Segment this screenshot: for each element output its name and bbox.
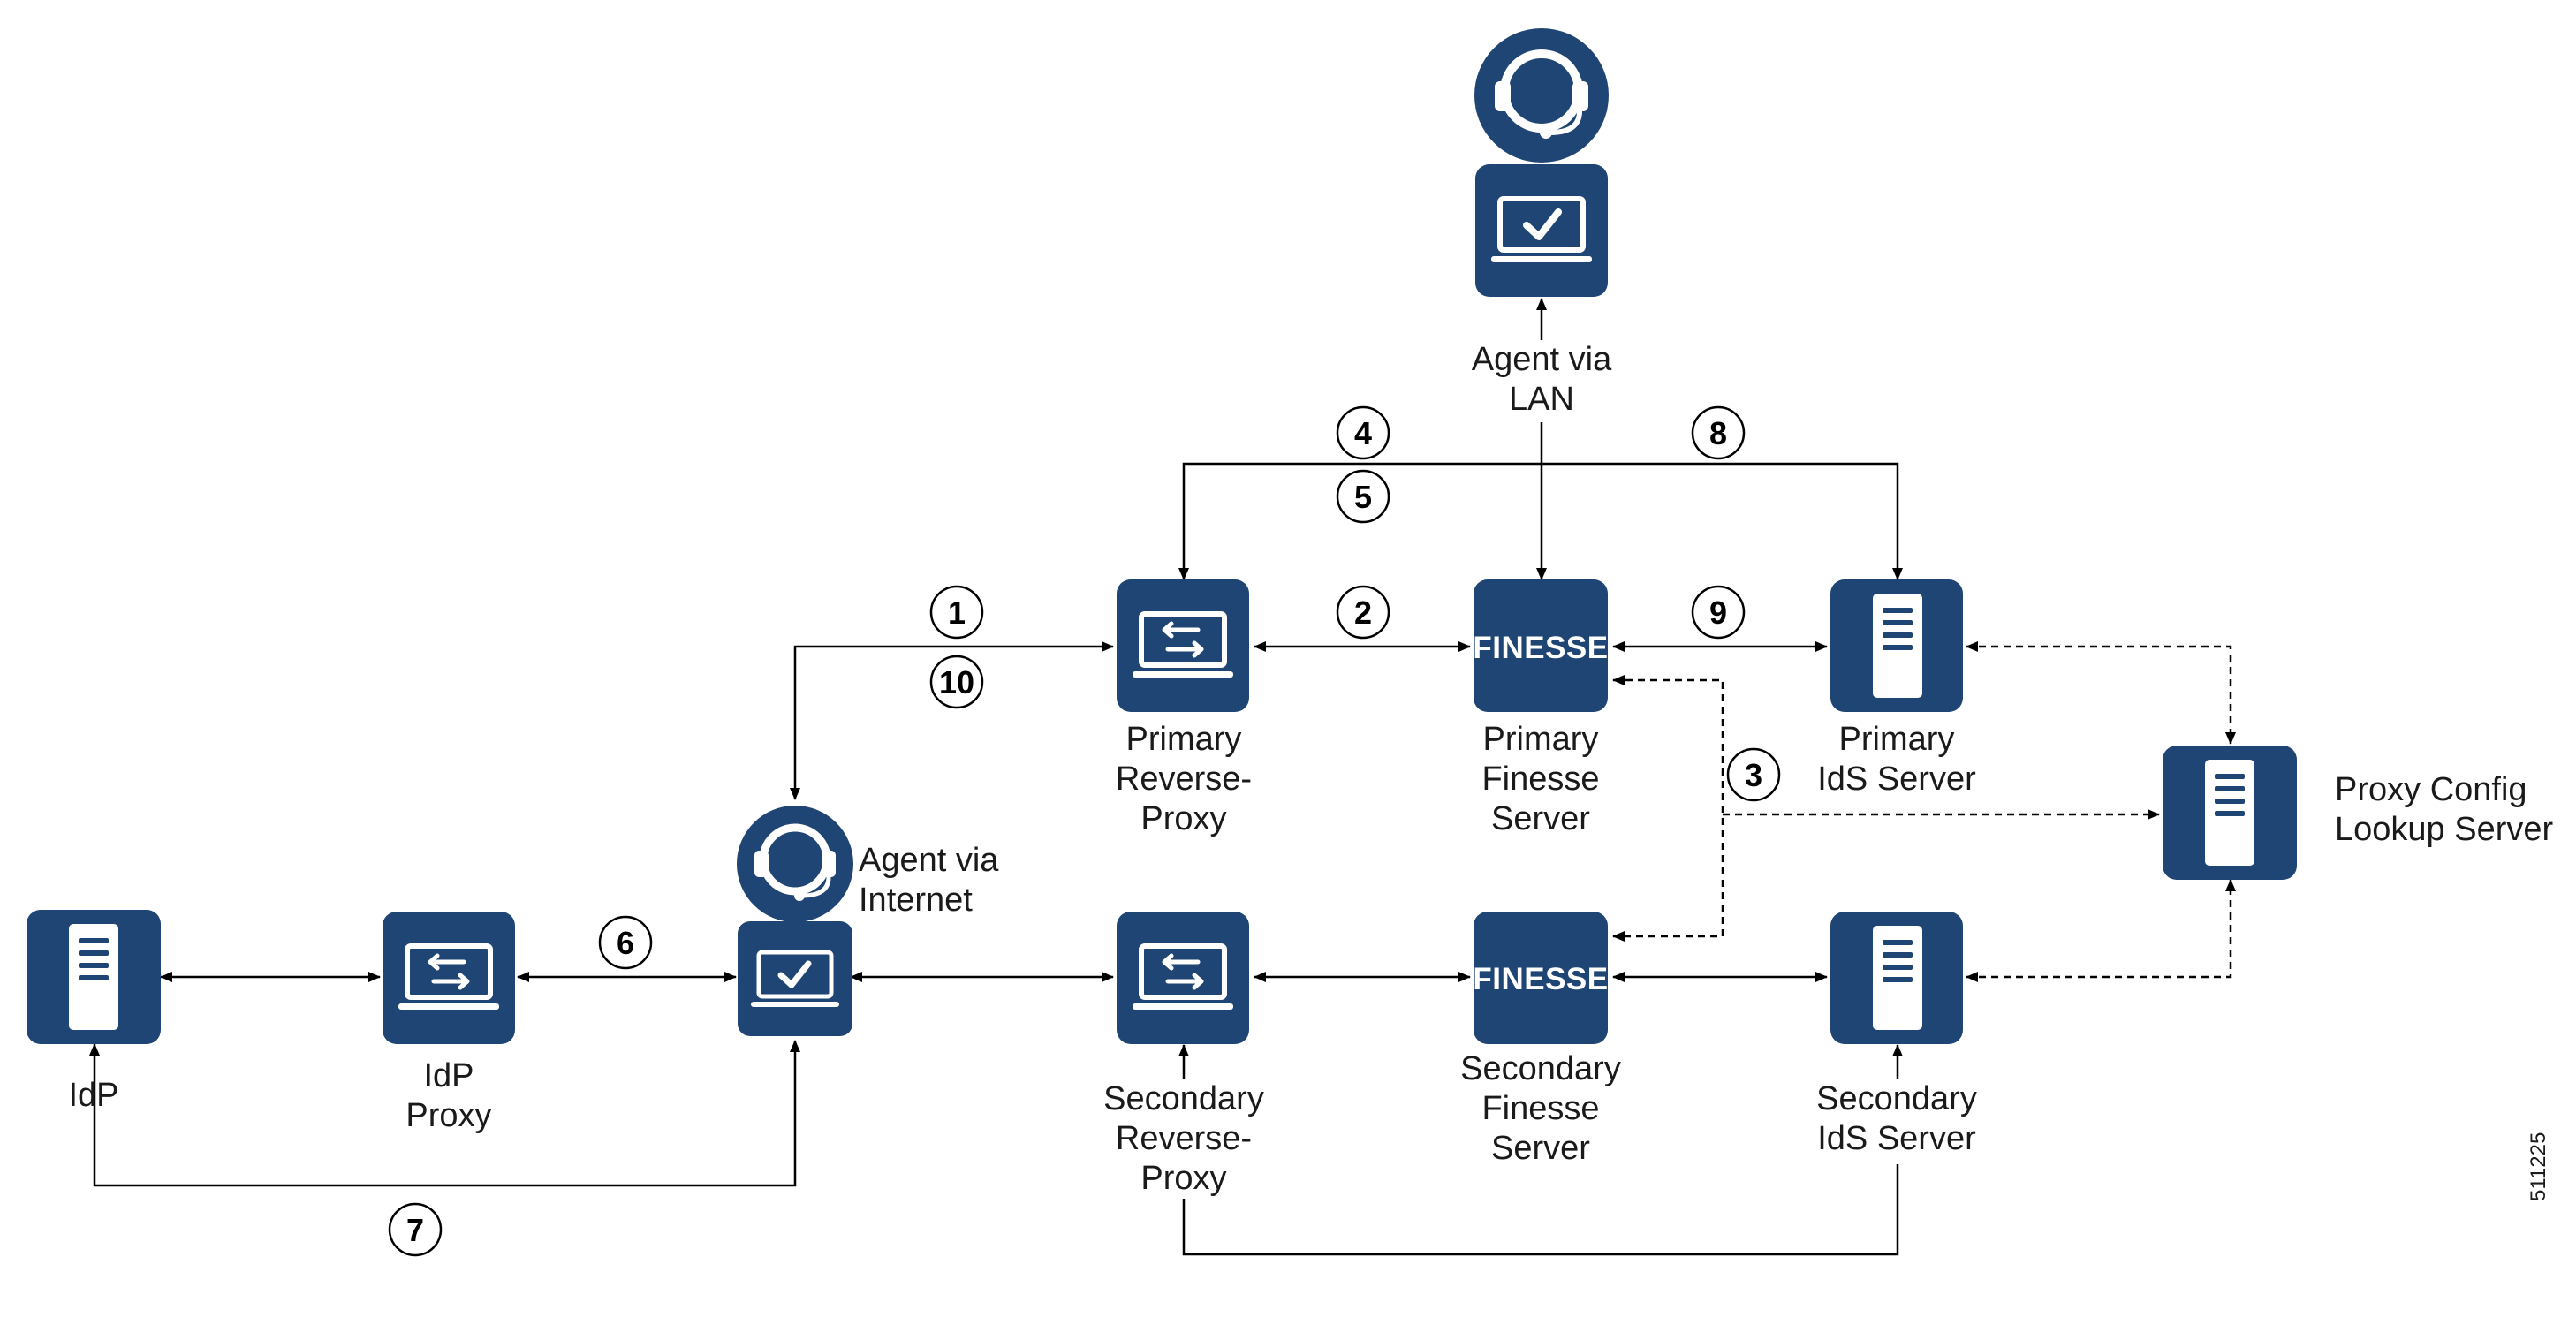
secondary-ids-label-line2: IdS Server (1817, 1120, 1976, 1157)
step-markers: 1 10 2 9 3 4 5 8 (388, 405, 1781, 1257)
dashed-primary-finesse-secondary-finesse (1612, 675, 1724, 942)
step-8: 8 (1691, 405, 1746, 460)
svg-text:10: 10 (939, 664, 974, 700)
agent-lan-label: Agent via LAN (1427, 340, 1656, 420)
primary-finesse-label-line2: Finesse (1481, 761, 1600, 798)
agent-lan-node (1474, 28, 1609, 297)
connector-idp-to-agent-bottom (89, 1040, 800, 1187)
figure-id: 511225 (2527, 1132, 2550, 1201)
agent-internet-label: Agent via Internet (859, 841, 1035, 920)
secondary-finesse-label: Secondary Finesse Server (1426, 1049, 1655, 1169)
agent-laptop-icon (1491, 196, 1592, 262)
step-5: 5 (1336, 469, 1390, 524)
connectors (89, 298, 1903, 1256)
step-4: 4 (1336, 405, 1390, 460)
step-9: 9 (1691, 585, 1746, 640)
idp-node (27, 910, 161, 1044)
svg-text:8: 8 (1709, 415, 1727, 451)
proxy-config-label: Proxy Config Lookup Server (2335, 770, 2565, 850)
agent-internet-label-line1: Agent via (859, 842, 999, 879)
primary-finesse-label-line3: Server (1491, 800, 1590, 837)
proxy-laptop-icon (1133, 611, 1233, 678)
headset-icon (1474, 28, 1609, 163)
primary-reverse-proxy-label-line3: Proxy (1140, 800, 1227, 837)
idp-proxy-label-line1: IdP (423, 1057, 474, 1094)
svg-text:7: 7 (406, 1212, 424, 1248)
agent-internet-label-line2: Internet (859, 882, 973, 919)
primary-finesse-label: Primary Finesse Server (1426, 720, 1655, 839)
primary-finesse-node: FINESSE (1473, 579, 1608, 712)
idp-proxy-label: IdP Proxy (378, 1056, 519, 1136)
secondary-finesse-label-line2: Finesse (1481, 1090, 1600, 1127)
connector-top-bracket (1178, 462, 1903, 580)
secondary-reverse-proxy-node (1117, 912, 1249, 1044)
svg-text:1: 1 (948, 594, 966, 631)
primary-reverse-proxy-node (1117, 579, 1249, 712)
svg-text:3: 3 (1745, 757, 1762, 793)
secondary-finesse-label-line3: Server (1491, 1130, 1590, 1167)
idp-label-line1: IdP (68, 1077, 119, 1114)
step-6: 6 (598, 915, 653, 970)
server-icon (2205, 760, 2254, 866)
primary-finesse-logo: FINESSE (1473, 631, 1608, 665)
primary-reverse-proxy-label-line1: Primary (1125, 721, 1242, 758)
secondary-reverse-proxy-label-line3: Proxy (1140, 1160, 1227, 1197)
secondary-finesse-logo: FINESSE (1473, 962, 1608, 996)
svg-text:9: 9 (1709, 594, 1727, 631)
secondary-ids-label: Secondary IdS Server (1782, 1079, 2012, 1159)
secondary-ids-node (1830, 912, 1963, 1044)
agent-lan-label-line2: LAN (1509, 381, 1574, 418)
headset-icon (737, 806, 853, 922)
primary-reverse-proxy-label-line2: Reverse- (1115, 761, 1253, 798)
secondary-ids-label-line1: Secondary (1816, 1080, 1977, 1117)
step-2: 2 (1336, 585, 1390, 640)
primary-finesse-label-line1: Primary (1482, 721, 1599, 758)
svg-text:2: 2 (1354, 594, 1372, 631)
agent-lan-label-line1: Agent via (1471, 341, 1612, 378)
svg-text:4: 4 (1354, 415, 1372, 451)
step-3: 3 (1726, 747, 1781, 802)
server-icon (1873, 594, 1922, 698)
proxy-laptop-icon (398, 943, 499, 1010)
connector-internet-to-primary-proxy (790, 641, 1114, 800)
server-icon (69, 924, 118, 1030)
step-10: 10 (929, 655, 984, 709)
idp-proxy-label-line2: Proxy (405, 1097, 492, 1134)
idp-proxy-node (383, 912, 515, 1044)
idp-label: IdP (41, 1076, 147, 1116)
secondary-reverse-proxy-label: Secondary Reverse- Proxy (1069, 1079, 1299, 1199)
secondary-finesse-node: FINESSE (1473, 912, 1608, 1044)
secondary-finesse-label-line1: Secondary (1460, 1050, 1621, 1087)
primary-reverse-proxy-label: Primary Reverse- Proxy (1069, 720, 1299, 839)
svg-text:6: 6 (617, 925, 634, 961)
agent-internet-node (737, 806, 853, 1036)
primary-ids-label: Primary IdS Server (1782, 720, 2012, 799)
step-7: 7 (388, 1202, 443, 1257)
proxy-laptop-icon (1133, 943, 1233, 1010)
dashed-primary-ids-proxyconfig (1966, 641, 2236, 745)
connector-secondary-proxy-ids-bottom (1182, 1164, 1899, 1256)
primary-ids-node (1830, 579, 1963, 712)
secondary-reverse-proxy-label-line1: Secondary (1103, 1080, 1264, 1117)
agent-laptop-icon (751, 950, 839, 1007)
dashed-connectors (1612, 641, 2236, 982)
secondary-reverse-proxy-label-line2: Reverse- (1115, 1120, 1253, 1157)
proxy-config-label-line2: Lookup Server (2335, 811, 2554, 848)
primary-ids-label-line1: Primary (1838, 721, 1955, 758)
dashed-secondary-ids-proxyconfig (1966, 879, 2236, 982)
server-icon (1873, 926, 1922, 1030)
proxy-config-label-line1: Proxy Config (2335, 771, 2527, 808)
svg-text:5: 5 (1354, 479, 1372, 515)
proxy-config-node (2163, 746, 2297, 880)
primary-ids-label-line2: IdS Server (1817, 761, 1976, 798)
step-1: 1 (929, 585, 984, 640)
